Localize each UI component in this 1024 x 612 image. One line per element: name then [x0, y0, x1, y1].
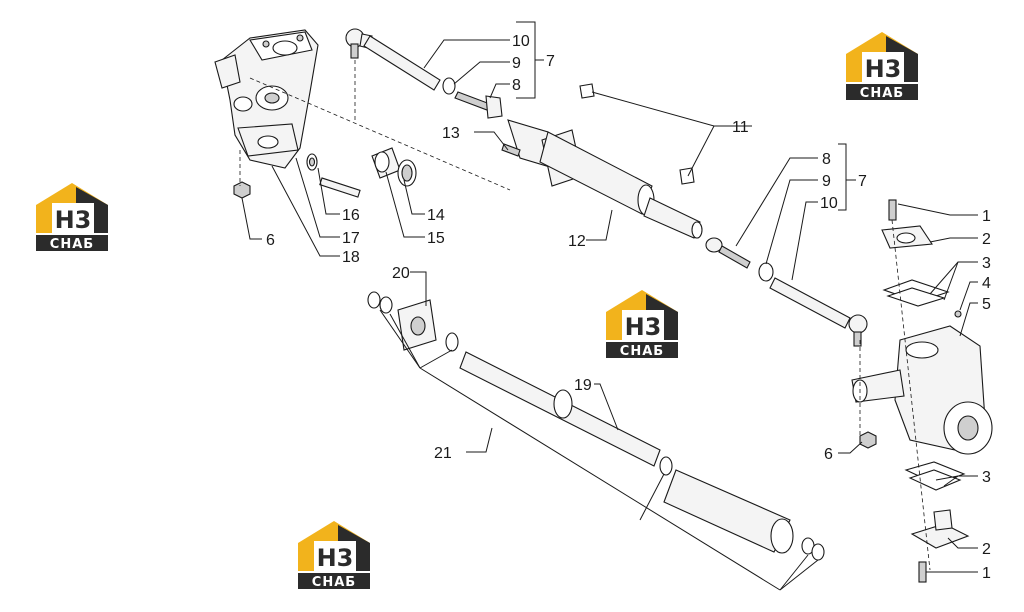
watermark-word: СНАБ [620, 344, 664, 359]
callout-15: 15 [427, 230, 445, 247]
callout-6: 6 [266, 232, 275, 249]
callout-8: 8 [512, 77, 521, 94]
watermark-word: СНАБ [312, 575, 356, 590]
leader-lines [239, 21, 978, 591]
callout-11: 11 [732, 119, 749, 136]
callout-labels: 10 9 8 7 11 13 12 16 17 18 14 15 6 8 9 1… [266, 33, 991, 582]
callout-13: 13 [442, 125, 460, 142]
callout-3: 3 [982, 255, 991, 272]
callout-20: 20 [392, 265, 410, 282]
callout-1: 1 [982, 208, 991, 225]
callout-17: 17 [342, 230, 360, 247]
callout-21: 21 [434, 445, 452, 462]
callout-7: 7 [546, 53, 555, 70]
tie-rod-right [705, 237, 868, 347]
callout-16: 16 [342, 207, 360, 224]
right-steering-knuckle [851, 199, 993, 583]
watermark-word: СНАБ [50, 237, 94, 252]
callout-6: 6 [824, 446, 833, 463]
callout-2: 2 [982, 541, 991, 558]
watermark-mark: H3 [625, 313, 662, 341]
callout-5: 5 [982, 296, 991, 313]
steering-cylinder [501, 83, 703, 239]
callout-3: 3 [982, 469, 991, 486]
watermark-word: СНАБ [860, 86, 904, 101]
callout-7: 7 [858, 173, 867, 190]
left-steering-knuckle [214, 29, 319, 169]
watermark-mark: H3 [55, 206, 92, 234]
watermark-mark: H3 [865, 55, 902, 83]
hex-nut-left [233, 181, 251, 199]
callout-14: 14 [427, 207, 445, 224]
callout-10: 10 [512, 33, 530, 50]
callout-1: 1 [982, 565, 991, 582]
watermark-mark: H3 [317, 544, 354, 572]
callout-10: 10 [820, 195, 838, 212]
hydraulic-cylinder-lower [367, 291, 825, 561]
callout-9: 9 [822, 173, 831, 190]
callout-9: 9 [512, 55, 521, 72]
callout-12: 12 [568, 233, 586, 250]
left-bushings [306, 147, 417, 198]
callout-4: 4 [982, 275, 991, 292]
callout-19: 19 [574, 377, 592, 394]
tie-rod-upper-left [345, 28, 503, 119]
callout-2: 2 [982, 231, 991, 248]
callout-8: 8 [822, 151, 831, 168]
callout-18: 18 [342, 249, 360, 266]
